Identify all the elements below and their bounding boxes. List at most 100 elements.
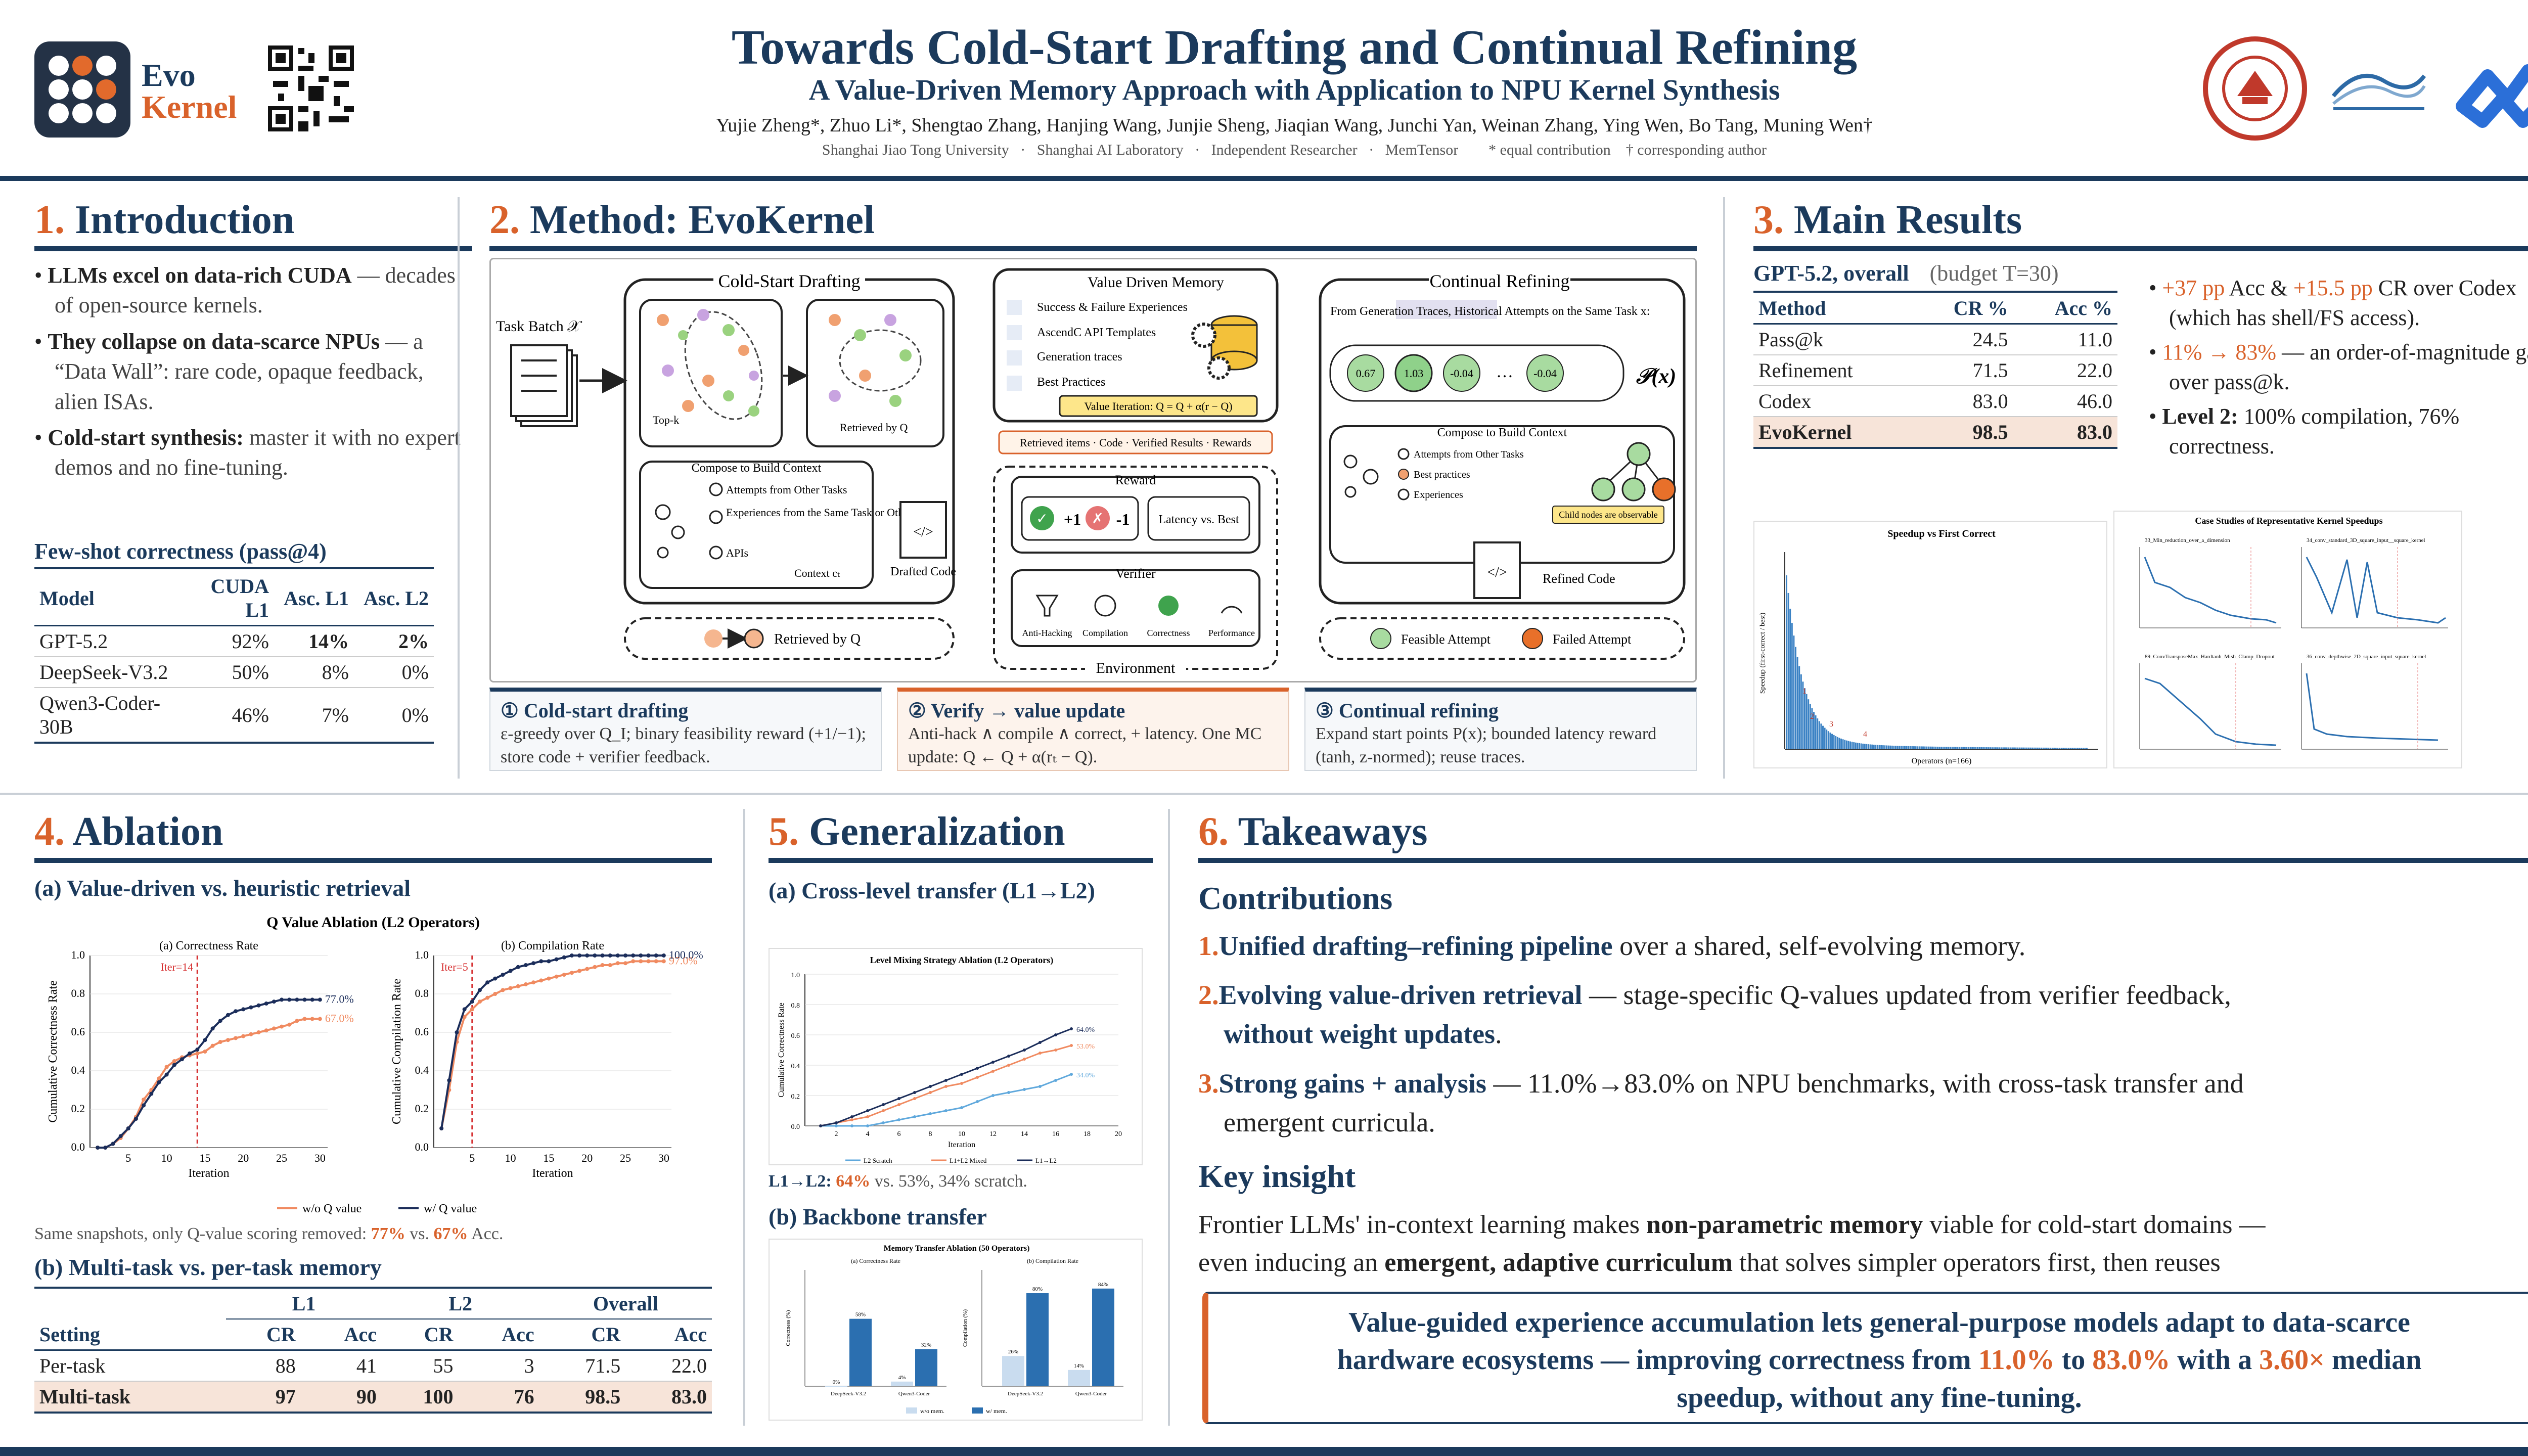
speedup-bar	[1917, 746, 1919, 749]
data-point	[1070, 1073, 1073, 1076]
column-divider	[743, 809, 745, 1426]
case-panel-2: 34_conv_standard_3D_square_input__square…	[2301, 537, 2448, 628]
data-point	[195, 1051, 200, 1056]
data-point	[103, 1146, 108, 1150]
tick-label: 8	[929, 1130, 932, 1138]
tick-label: 20	[238, 1152, 249, 1164]
speedup-bar	[1851, 742, 1853, 749]
speedup-bar	[1847, 741, 1849, 749]
svg-text:36_conv_depthwise_2D_square_in: 36_conv_depthwise_2D_square_input_square…	[2307, 654, 2426, 660]
speedup-bar	[1969, 747, 1971, 749]
data-point	[501, 973, 505, 977]
speedup-bar	[2009, 747, 2011, 749]
speedup-bar	[2057, 747, 2059, 749]
legend-swatch	[972, 1407, 983, 1414]
conclusion-box: Value-guided experience accumulation let…	[1202, 1292, 2528, 1424]
speedup-bar	[2035, 747, 2037, 749]
environment-label: Environment	[1096, 660, 1176, 676]
data-point	[264, 1002, 268, 1006]
data-point	[1039, 1041, 1042, 1044]
data-point	[866, 1124, 869, 1127]
data-point	[234, 1009, 238, 1014]
speedup-bar	[1918, 746, 1920, 749]
case-studies-figure: Case Studies of Representative Kernel Sp…	[2113, 511, 2462, 768]
speedup-bar	[1882, 745, 1884, 749]
speedup-bar	[2022, 747, 2024, 749]
data-point	[608, 963, 612, 967]
svg-text:-0.04: -0.04	[1533, 367, 1557, 380]
intro-bullet-3: • Cold-start synthesis: master it with n…	[34, 425, 461, 480]
speedup-bar	[1995, 747, 1997, 749]
speedup-bar	[1845, 740, 1847, 749]
speedup-bar	[2029, 747, 2032, 749]
poster-title: Towards Cold-Start Drafting and Continua…	[731, 20, 1858, 75]
logo-tile	[34, 41, 130, 138]
x-axis-label: Iteration	[532, 1167, 573, 1180]
speedup-bar	[1869, 744, 1871, 749]
results-table-rule	[1753, 291, 2117, 293]
legend-label: L1→L2	[1035, 1157, 1057, 1164]
speedup-bar	[1997, 747, 1999, 749]
results-bullet-2: • 11% → 83% — an order-of-magnitude gain…	[2149, 339, 2528, 395]
ablation-caption: Same snapshots, only Q-value scoring rem…	[34, 1224, 504, 1243]
data-point	[111, 1142, 115, 1146]
speedup-bar	[1957, 747, 1959, 749]
speedup-bar	[1897, 746, 1899, 749]
tick-label: 0.6	[71, 1025, 85, 1038]
svg-text:Case Studies of Representative: Case Studies of Representative Kernel Sp…	[2195, 516, 2382, 526]
speedup-bar	[2032, 747, 2033, 749]
results-bullets: • +37 pp Acc & +15.5 pp CR over Codex (w…	[2149, 273, 2528, 461]
speedup-bar	[1817, 718, 1819, 749]
legend-label: w/o Q value	[302, 1202, 362, 1215]
speedup-bar	[1875, 745, 1877, 749]
chart-subtitle: (a) Correctness Rate	[851, 1257, 900, 1264]
data-point	[172, 1059, 176, 1063]
speedup-bar	[1877, 745, 1878, 749]
speedup-bar	[1935, 746, 1937, 749]
speedup-bar	[1933, 746, 1935, 749]
speedup-bar	[2004, 747, 2006, 749]
svg-text:Success & Failure Experiences: Success & Failure Experiences	[1037, 301, 1188, 314]
speedup-bar	[1860, 743, 1862, 749]
data-point	[929, 1112, 932, 1115]
end-value-label: 53.0%	[1076, 1043, 1095, 1051]
speedup-bar	[1951, 747, 1953, 749]
data-point	[318, 997, 322, 1002]
speedup-bar	[1873, 745, 1875, 749]
svg-text:✗: ✗	[1092, 511, 1103, 527]
data-point	[562, 973, 566, 977]
tick-label: 0.8	[791, 1002, 800, 1010]
bar	[891, 1381, 913, 1386]
svg-text:-1: -1	[1116, 510, 1130, 528]
svg-text:APIs: APIs	[726, 547, 748, 559]
speedup-bar	[1826, 730, 1828, 749]
contribution-3: 3.Strong gains + analysis — 11.0%→83.0% …	[1198, 1068, 2244, 1138]
svg-text:Speedup vs First Correct: Speedup vs First Correct	[1887, 528, 1996, 539]
refined-code-icon: </>	[1473, 541, 1521, 599]
speedup-bar	[1793, 635, 1795, 749]
speedup-bar	[1975, 747, 1977, 749]
data-point	[477, 999, 482, 1004]
data-point	[96, 1146, 100, 1150]
data-point	[302, 1017, 307, 1021]
speedup-bar	[1964, 747, 1966, 749]
data-point	[554, 957, 559, 962]
data-point	[287, 997, 292, 1002]
data-point	[126, 1126, 130, 1130]
px-label: 𝒫(x)	[1636, 365, 1676, 388]
data-point	[462, 1015, 467, 1019]
speedup-bar	[2026, 747, 2028, 749]
data-point	[280, 997, 284, 1002]
data-point	[1007, 1091, 1010, 1094]
tick-label: 10	[958, 1130, 965, 1138]
tick-label: 10	[161, 1152, 172, 1164]
speedup-bar	[2020, 747, 2022, 749]
bar-value-label: 0%	[833, 1379, 840, 1385]
results-table-title: GPT-5.2, overall (budget T=30)	[1753, 261, 2059, 286]
bar	[1092, 1288, 1114, 1386]
svg-text:AscendC API Templates: AscendC API Templates	[1037, 326, 1156, 339]
data-point	[866, 1109, 869, 1112]
speedup-bar	[1982, 747, 1984, 749]
speedup-bar	[1899, 746, 1901, 749]
